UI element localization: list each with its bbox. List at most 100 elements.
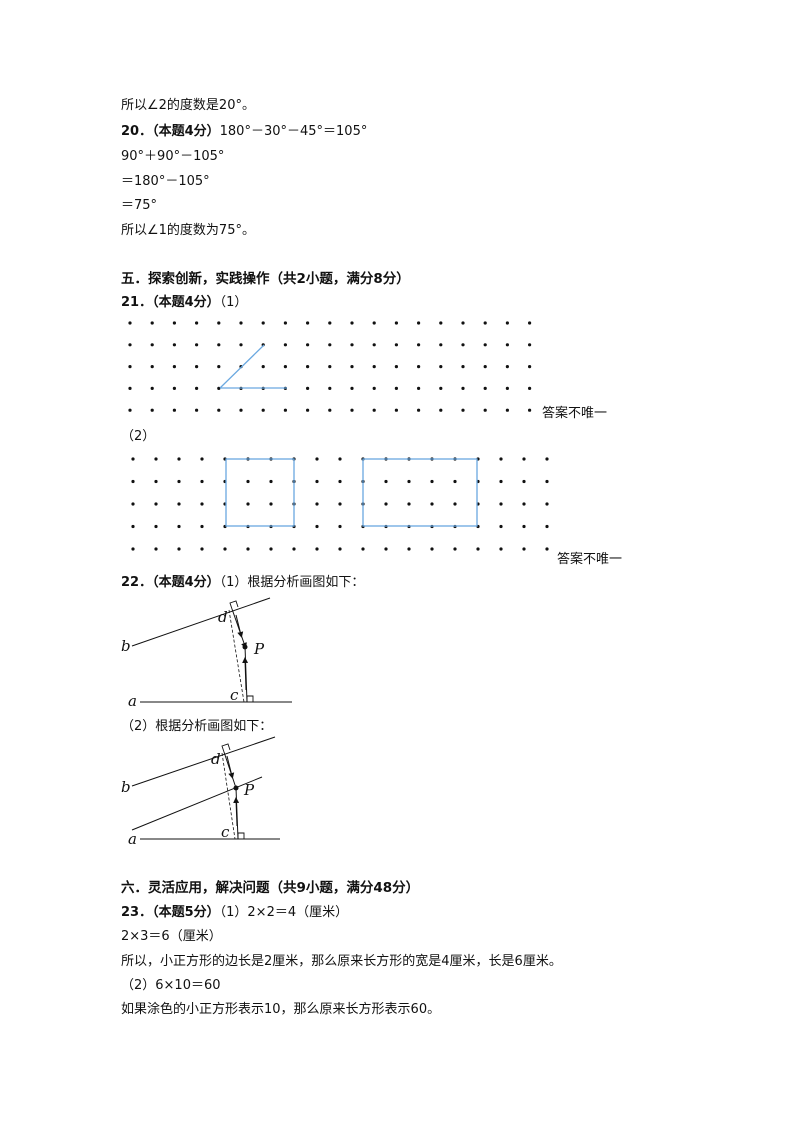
label-c-2: c — [221, 823, 230, 841]
grid2-dot — [499, 457, 503, 461]
perp-to-a-1 — [244, 645, 248, 703]
grid2-dot — [545, 479, 549, 484]
grid2-dot — [154, 457, 158, 461]
grid1-dot — [172, 321, 176, 325]
point-P-2 — [233, 785, 239, 791]
grid1-dot — [350, 343, 354, 347]
grid2-dot — [292, 547, 296, 551]
grid2-dot — [177, 547, 181, 551]
angle-ray-1 — [219, 344, 265, 389]
grid2-dot — [131, 547, 135, 551]
grid2-dot — [269, 547, 273, 551]
grid1-dot — [306, 408, 310, 412]
grid2-dot — [177, 479, 181, 484]
grid2-dot — [315, 547, 319, 551]
grid2-dot — [361, 547, 365, 551]
grid2-dot — [338, 479, 342, 484]
right-angle-mark-b-2 — [221, 743, 231, 753]
grid2-dot — [476, 547, 480, 551]
grid2-dot — [430, 479, 434, 484]
grid2-dot — [522, 524, 526, 529]
grid1-dot — [261, 408, 265, 412]
grid2-dot — [154, 524, 158, 529]
grid1-dot — [283, 408, 287, 412]
grid1-dot — [483, 343, 487, 347]
grid2-dot — [384, 547, 388, 551]
grid2-dot — [269, 502, 273, 506]
grid1-dot — [439, 321, 443, 325]
grid2-dot — [338, 547, 342, 551]
grid1-dot — [128, 343, 132, 347]
grid-1-dots — [128, 321, 532, 412]
grid2-dot — [315, 479, 319, 484]
arrow-up-1 — [242, 657, 249, 691]
grid1-dot — [150, 343, 154, 347]
grid1-dot — [195, 343, 199, 347]
q23-calc-2: 2×3＝6（厘米） — [121, 929, 222, 944]
arrow-down-1 — [235, 614, 244, 638]
line-b-2 — [131, 736, 276, 787]
grid1-dot — [439, 343, 443, 347]
grid2-dot — [522, 457, 526, 461]
q21-part1-label: （1） — [219, 295, 248, 310]
grid2-dot — [338, 502, 342, 506]
grid1-dot — [283, 343, 287, 347]
grid1-dot — [505, 386, 509, 390]
grid1-dot — [417, 386, 421, 390]
grid2-dot — [131, 479, 135, 484]
grid1-dot — [306, 386, 310, 390]
grid1-dot — [350, 321, 354, 325]
point-P-1 — [242, 644, 248, 650]
q21-line: 21．（本题4分）（1） — [121, 294, 247, 312]
q23-line: 23．（本题5分）（1）2×2＝4（厘米） — [121, 904, 348, 922]
grid1-dot — [483, 365, 487, 369]
grid1-dot — [128, 408, 132, 412]
grid2-dot — [315, 457, 319, 461]
grid1-dot — [505, 321, 509, 325]
label-c-1: c — [230, 686, 239, 704]
q20-conclusion: 所以∠1的度数为75°。 — [121, 223, 255, 238]
grid1-dot — [505, 343, 509, 347]
grid1-dot — [372, 386, 376, 390]
grid2-dot — [453, 479, 457, 484]
grid1-dot — [239, 408, 243, 412]
section-5-title: 五．探索创新，实践操作（共2小题，满分8分） — [121, 271, 410, 287]
label-a-1: a — [128, 692, 137, 710]
grid2-dot — [338, 457, 342, 461]
grid1-dot — [528, 386, 532, 390]
label-b-2: b — [121, 778, 131, 796]
grid1-dot — [483, 321, 487, 325]
angle-drawing — [219, 344, 287, 389]
grid2-dot — [499, 547, 503, 551]
grid2-dot — [223, 547, 227, 551]
grid2-dot — [131, 524, 135, 529]
grid1-dot — [461, 386, 465, 390]
grid1-dot — [417, 408, 421, 412]
grid1-dot — [461, 321, 465, 325]
grid2-dot — [131, 457, 135, 461]
grid2-dot — [177, 457, 181, 461]
grid1-dot — [350, 408, 354, 412]
right-angle-mark-b-1 — [229, 600, 239, 610]
grid1-dot — [172, 386, 176, 390]
grid2-dot — [545, 547, 549, 551]
arrow-up-2 — [233, 797, 240, 827]
grid2-dot — [430, 547, 434, 551]
q20-step3: ＝75° — [121, 198, 158, 213]
grid1-dot — [306, 321, 310, 325]
line-angle2: 所以∠2的度数是20°。 — [121, 98, 255, 113]
grid1-dot — [439, 408, 443, 412]
grid1-dot — [217, 386, 221, 390]
grid1-dot — [483, 386, 487, 390]
line-b-1 — [131, 597, 271, 647]
grid1-dot — [128, 386, 132, 390]
label-d-2: d — [211, 750, 221, 768]
answer-not-unique-2: 答案不唯一 — [557, 552, 623, 567]
grid1-dot — [261, 365, 265, 369]
grid1-dot — [306, 343, 310, 347]
q21-header: 21．（本题4分） — [121, 295, 220, 310]
grid2-dot — [315, 524, 319, 529]
grid2-dot — [315, 502, 319, 506]
q23-part1-calc: （1）2×2＝4（厘米） — [219, 905, 349, 920]
q20-calc: 180°－30°－45°＝105° — [219, 124, 368, 139]
